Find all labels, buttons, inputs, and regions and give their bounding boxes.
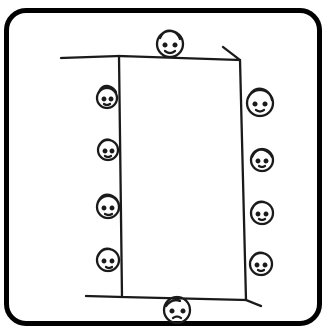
face-icon bbox=[98, 140, 118, 160]
table-corner-mark-bottom bbox=[246, 300, 261, 306]
table-edge-bottom bbox=[86, 296, 122, 297]
face-icon bbox=[97, 195, 119, 218]
face-icon bbox=[164, 297, 190, 323]
table-corner-mark bbox=[223, 47, 240, 60]
face-icon bbox=[247, 89, 273, 116]
face-icon bbox=[97, 86, 117, 108]
face-icon bbox=[97, 249, 119, 271]
table-icon bbox=[119, 56, 246, 300]
face-icon bbox=[250, 253, 272, 275]
face-icon bbox=[157, 31, 183, 57]
face-icon bbox=[251, 149, 273, 171]
face-icon bbox=[251, 202, 273, 224]
table-edge-top bbox=[61, 56, 119, 58]
